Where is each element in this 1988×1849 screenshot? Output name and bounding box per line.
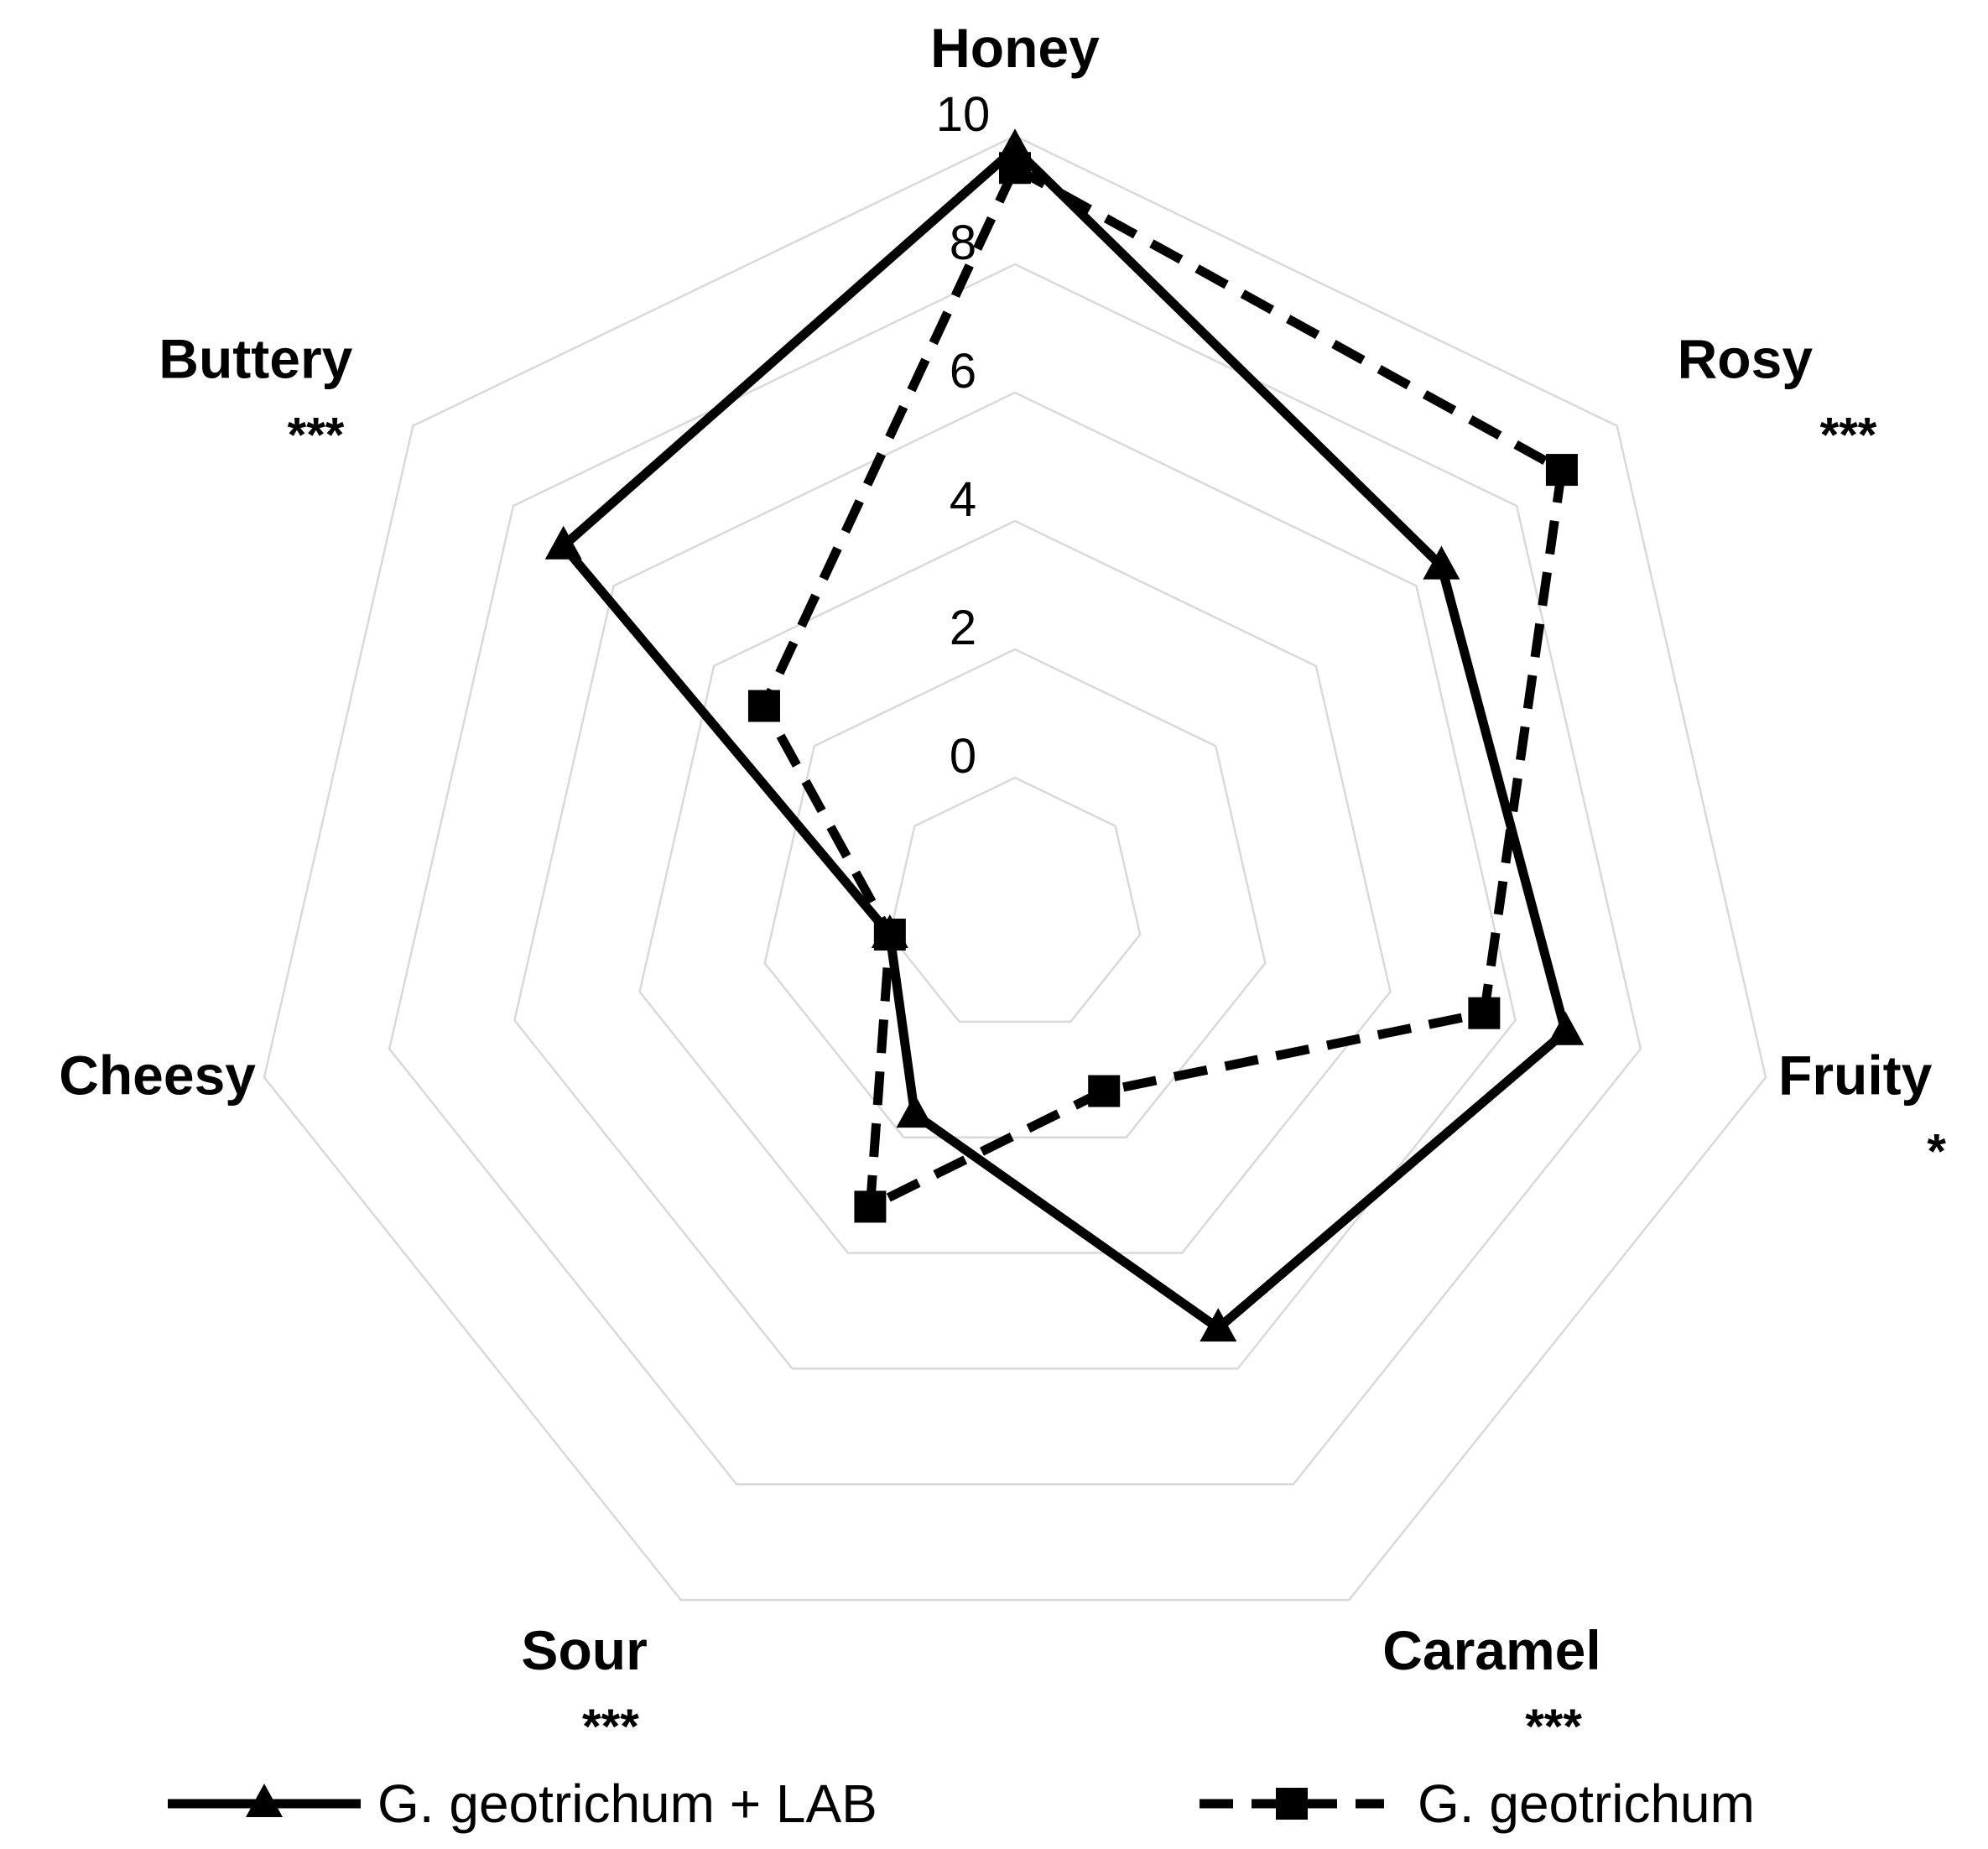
category-label: Fruity: [1778, 1044, 1933, 1107]
grid-ring: [638, 519, 1392, 1254]
category-label: Caramel: [1382, 1619, 1601, 1681]
legend-square-marker: [1276, 1788, 1308, 1820]
category-label: Sour: [521, 1619, 647, 1681]
legend-item: G. geotrichum: [1200, 1773, 1755, 1834]
triangle-marker: [896, 1094, 934, 1128]
data-series: [544, 128, 1585, 1342]
series-line: [758, 161, 1567, 1215]
significance-label: ***: [1525, 1700, 1582, 1754]
legend-triangle-marker: [246, 1784, 283, 1817]
tick-label: 8: [950, 216, 976, 270]
category-label: Buttery: [159, 327, 352, 389]
significance-label: ***: [288, 408, 345, 462]
tick-label: 10: [936, 87, 991, 142]
square-marker: [999, 152, 1031, 185]
tick-label: 6: [950, 344, 976, 398]
category-label: Rosy: [1678, 327, 1814, 389]
category-label: Cheesy: [59, 1044, 256, 1107]
category-labels: HoneyRosy***Fruity*Caramel***Sour***Chee…: [59, 17, 1946, 1754]
radial-tick-labels: 0 2 4 6 8 10: [936, 87, 991, 784]
grid-ring: [263, 134, 1767, 1602]
legend-item: G. geotrichum + LAB: [168, 1773, 877, 1834]
tick-label: 0: [950, 729, 976, 784]
triangle-marker: [1200, 1308, 1237, 1342]
grid-ring: [513, 391, 1517, 1370]
category-label: Honey: [930, 17, 1100, 79]
triangle-marker: [1547, 1011, 1585, 1045]
square-marker: [1545, 454, 1578, 487]
square-marker: [854, 1190, 887, 1223]
series-dashed: [747, 152, 1578, 1223]
square-marker: [1088, 1075, 1121, 1107]
legend-label: G. geotrichum + LAB: [377, 1773, 877, 1834]
tick-label: 2: [950, 601, 976, 655]
triangle-marker: [544, 525, 582, 560]
series-line: [557, 142, 1571, 1335]
grid-ring: [388, 263, 1642, 1486]
square-marker: [1468, 997, 1501, 1029]
legend: G. geotrichum + LAB G. geotrichum: [168, 1773, 1755, 1834]
legend-label: G. geotrichum: [1418, 1773, 1755, 1834]
tick-label: 4: [950, 472, 976, 527]
grid-ring: [888, 776, 1142, 1023]
significance-label: *: [1927, 1125, 1946, 1180]
significance-label: ***: [1820, 408, 1877, 462]
square-marker: [747, 690, 780, 722]
triangle-marker: [1423, 545, 1460, 580]
significance-label: ***: [582, 1700, 639, 1754]
grid-ring: [763, 648, 1267, 1138]
square-marker: [873, 919, 906, 951]
radar-grid: [263, 134, 1767, 1602]
series-solid: [544, 128, 1585, 1342]
